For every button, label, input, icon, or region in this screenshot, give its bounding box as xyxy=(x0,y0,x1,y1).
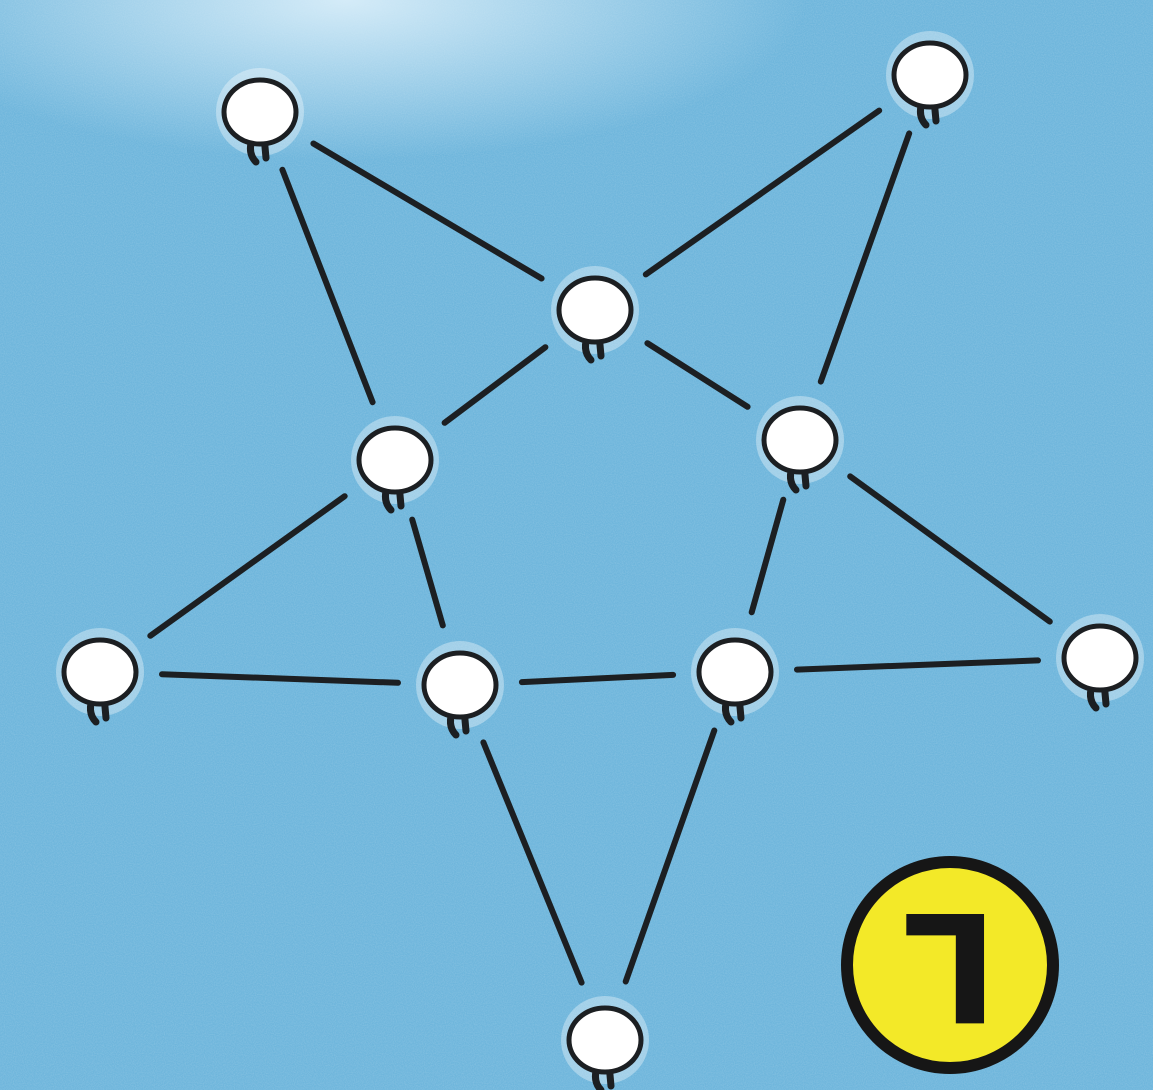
node-circle xyxy=(359,428,431,492)
node-circle xyxy=(559,278,631,342)
badge: L xyxy=(847,862,1053,1068)
node-circle xyxy=(569,1008,641,1072)
node-circle xyxy=(1064,626,1136,690)
badge-label: L xyxy=(902,878,998,1052)
node-circle xyxy=(894,43,966,107)
node-circle xyxy=(424,653,496,717)
node-circle xyxy=(224,80,296,144)
node-circle xyxy=(764,408,836,472)
node-circle xyxy=(64,640,136,704)
node-circle xyxy=(699,640,771,704)
